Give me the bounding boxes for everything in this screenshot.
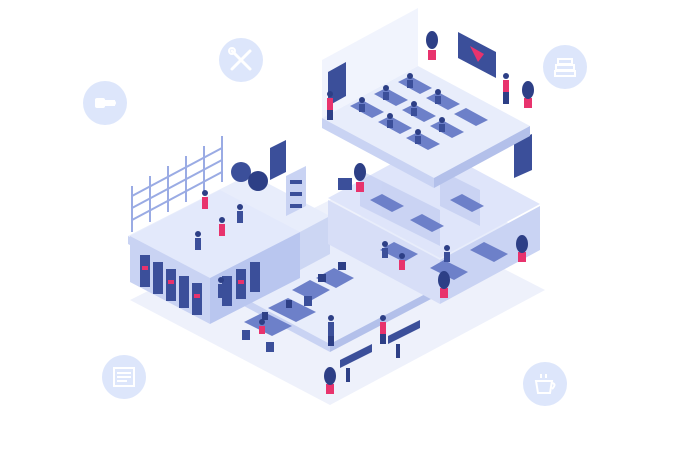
coffee-cup-icon — [534, 374, 556, 394]
middle-desks — [370, 194, 508, 280]
bookshelf — [286, 166, 306, 216]
turnstiles — [340, 320, 420, 382]
student-standing — [327, 91, 333, 120]
wall-bars — [131, 136, 223, 232]
plant — [324, 367, 336, 394]
books-icon — [554, 58, 576, 77]
presentation-board — [458, 32, 496, 78]
classroom-students — [359, 73, 445, 144]
top-floor-right — [434, 126, 530, 188]
whistle-badge — [83, 81, 127, 125]
middle-door — [514, 134, 532, 178]
tools-badge — [219, 38, 263, 82]
plant — [354, 163, 366, 192]
middle-people — [382, 241, 450, 270]
gym-block-top — [130, 190, 300, 278]
printer — [338, 178, 352, 190]
tools-icon — [228, 47, 252, 71]
gym-ball — [231, 162, 251, 182]
middle-floor-slab — [328, 144, 540, 258]
plant — [516, 235, 528, 262]
gym-ball — [248, 171, 268, 191]
plant — [438, 271, 450, 298]
coffee-cup-badge — [523, 362, 567, 406]
newspaper-badge — [102, 355, 146, 399]
gym-door — [270, 140, 286, 180]
lower-office-desks — [242, 262, 354, 352]
top-floor-left — [322, 118, 434, 188]
lower-floor-right-side — [330, 280, 452, 352]
books-badge — [543, 45, 587, 89]
whistle-icon — [95, 98, 116, 108]
lower-office-people — [218, 277, 386, 346]
plant — [426, 31, 438, 60]
gym-people — [195, 190, 243, 250]
glass-partition — [300, 216, 330, 270]
newspaper-icon — [113, 367, 135, 387]
classroom-desks — [350, 76, 488, 150]
teacher — [503, 73, 509, 104]
plant — [522, 81, 534, 108]
locker-accents — [142, 266, 244, 298]
